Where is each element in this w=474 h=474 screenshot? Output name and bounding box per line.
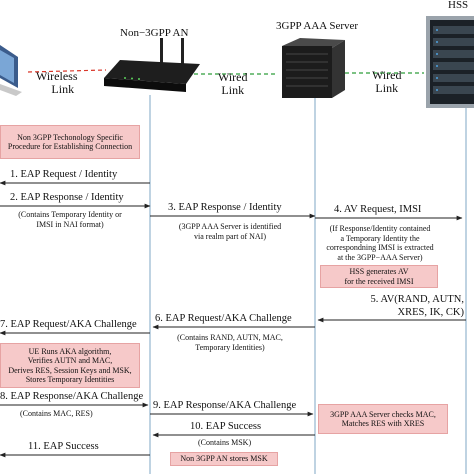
message-10: 10. EAP Success [190, 421, 262, 432]
box-non3gpp-stores-msk: Non 3GPP AN stores MSK [170, 452, 278, 466]
wireless-link-line [27, 69, 107, 73]
entity-non3gpp-an-label: Non−3GPP AN [120, 27, 189, 39]
message-7: 7. EAP Request/AKA Challenge [0, 319, 137, 330]
message-5: 5. AV(RAND, AUTN,XRES, IK, CK) [370, 294, 464, 318]
message-10-note: (Contains MSK) [198, 438, 252, 447]
message-2: 2. EAP Response / Identity [10, 192, 124, 203]
box-ue-aka: UE Runs AKA algorithm,Verifies AUTN and … [0, 343, 140, 388]
message-8: 8. EAP Response/AKA Challenge [0, 391, 144, 402]
message-8-note: (Contains MAC, RES) [20, 409, 93, 418]
message-4: 4. AV Request, IMSI [334, 204, 422, 215]
box-aaa-checks-mac: 3GPP AAA Server checks MAC,Matches RES w… [318, 404, 448, 434]
message-11: 11. EAP Success [28, 441, 99, 452]
message-1: 1. EAP Request / Identity [10, 169, 118, 180]
message-9: 9. EAP Response/AKA Challenge [153, 400, 297, 411]
entity-aaa-server-label: 3GPP AAA Server [276, 20, 359, 32]
message-6-note: (Contains RAND, AUTN, MAC,Temporary Iden… [177, 333, 283, 352]
message-6: 6. EAP Request/AKA Challenge [155, 313, 292, 324]
message-3: 3. EAP Response / Identity [168, 202, 282, 213]
entity-hss-label: HSS [448, 0, 469, 11]
